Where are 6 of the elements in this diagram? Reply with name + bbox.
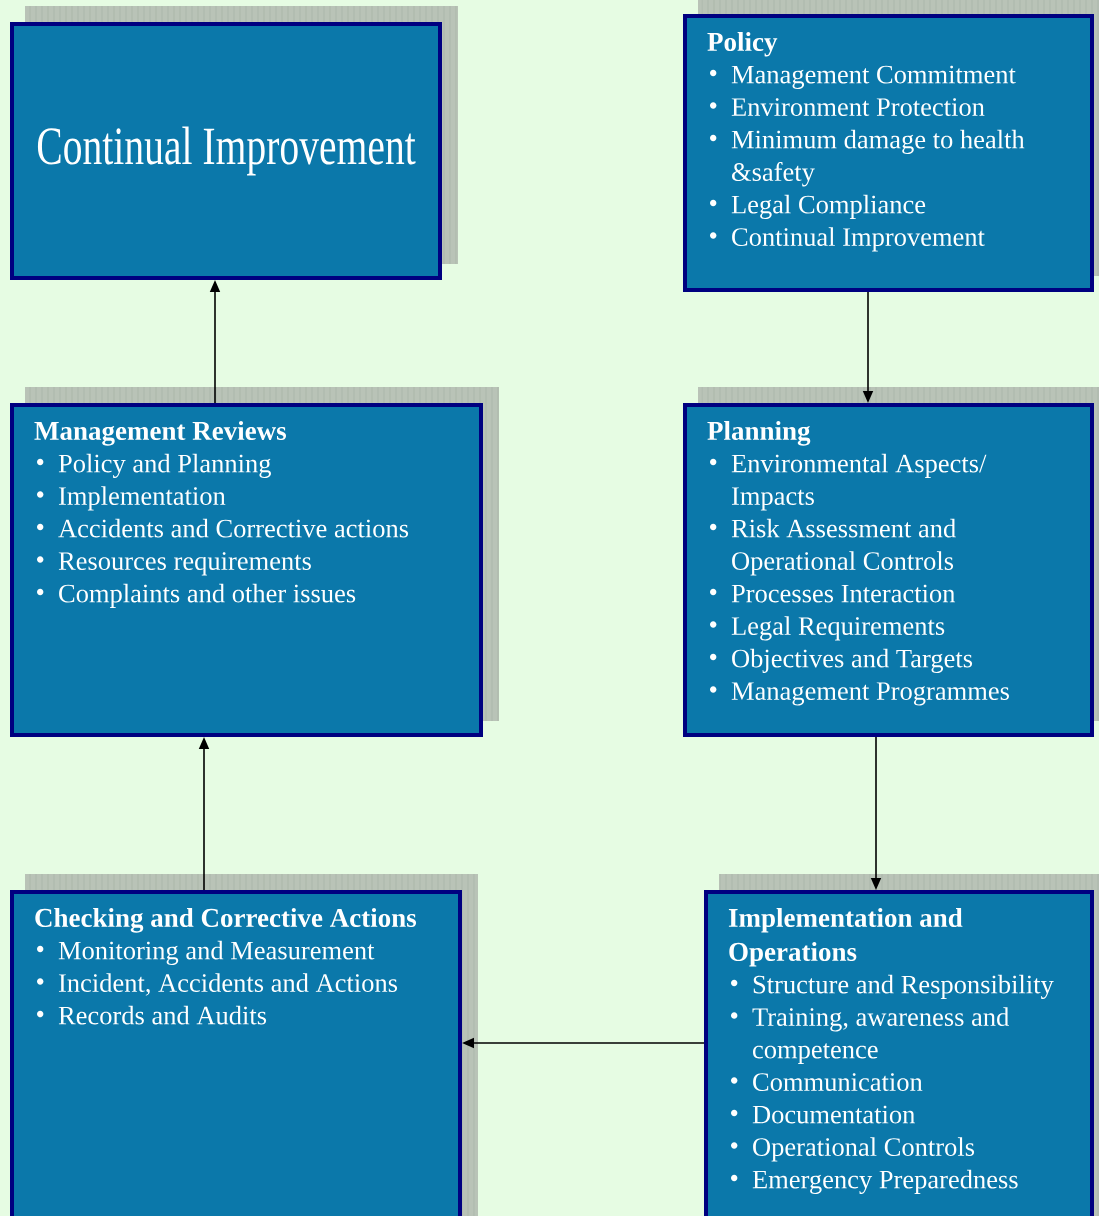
process-box: Checking and Corrective Actions Monitoring and Measurement Incident, Accidents and Actions Records and Audits: [10, 890, 462, 1216]
process-box: Planning Environmental Aspects/ Impacts Risk Assessment and Operational Controls Processes Interaction Legal Requirements Objectives and Targets Management Programmes: [683, 403, 1094, 737]
process-box: Management Reviews Policy and Planning Implementation Accidents and Corrective actions Resources requirements Complaints and other issues: [10, 403, 483, 737]
process-box: Implementation and Operations Structure and Responsibility Training, awareness and competence Communication Documentation Operational Controls Emergency Preparedness: [704, 890, 1094, 1216]
process-box: Policy Management Commitment Environment Protection Minimum damage to health &safety Legal Compliance Continual Improvement: [683, 14, 1094, 292]
title-box: Continual Improvement: [10, 22, 442, 280]
